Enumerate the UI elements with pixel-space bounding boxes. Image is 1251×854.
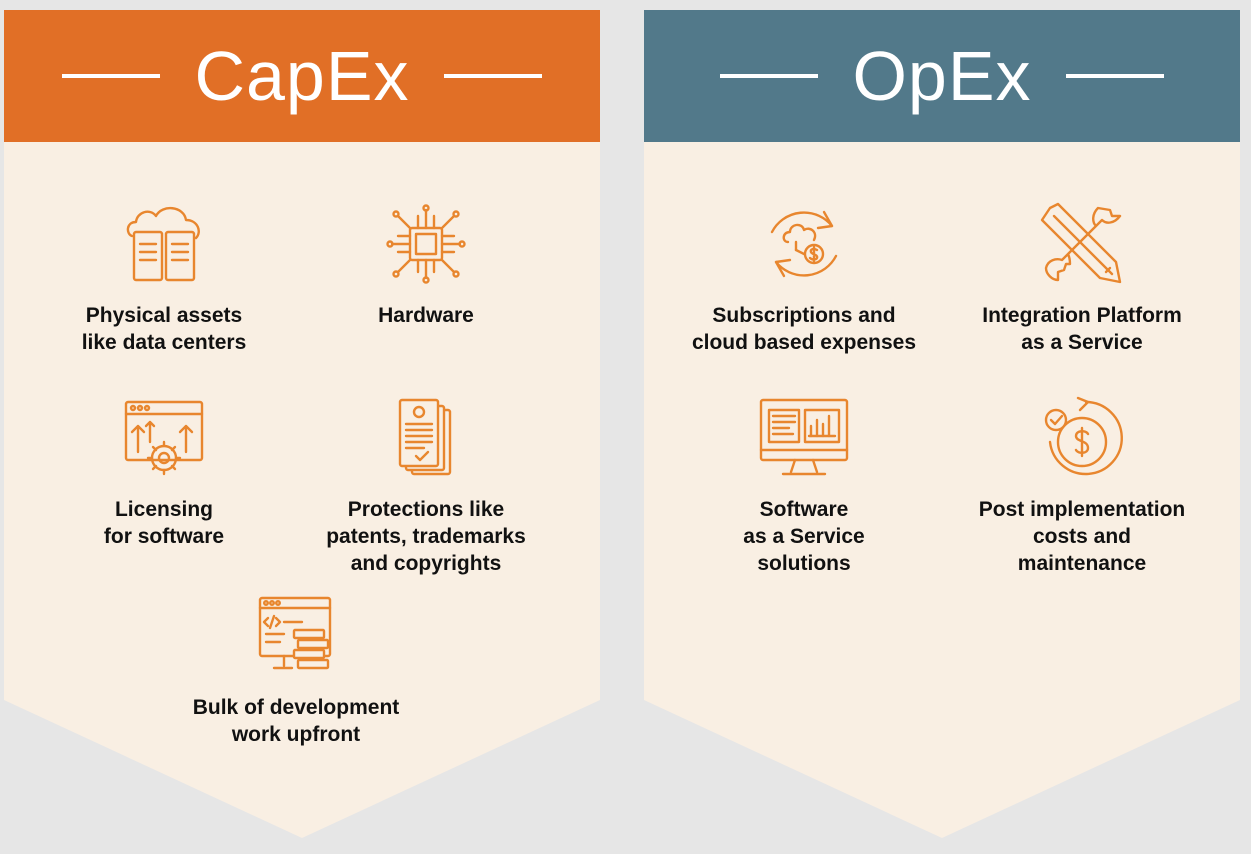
capex-item-development: Bulk of development work upfront	[166, 594, 426, 748]
capex-item-physical-assets: Physical assets like data centers	[34, 202, 294, 356]
header-rule-left	[720, 74, 819, 78]
dashboard-monitor-icon	[759, 398, 849, 476]
capex-item-label: Hardware	[378, 304, 474, 327]
capex-panel: CapEx Physical assets like data centers …	[4, 10, 600, 838]
capex-item-label: Bulk of development work upfront	[192, 696, 400, 746]
capex-item-licensing: Licensing for software	[34, 396, 294, 550]
capex-item-label: Licensing for software	[103, 498, 225, 548]
opex-item-label: Subscriptions and cloud based expenses	[691, 304, 917, 354]
chip-icon	[386, 204, 466, 284]
opex-item-label: Integration Platform as a Service	[982, 304, 1182, 354]
opex-panel-shape	[644, 10, 1240, 838]
wrench-pencil-icon	[1040, 202, 1122, 284]
opex-panel: OpEx Subscriptions and cloud based expen…	[644, 10, 1240, 838]
header-rule-right	[443, 74, 542, 78]
opex-item-saas: Software as a Service solutions	[674, 396, 934, 577]
opex-item-subscriptions: Subscriptions and cloud based expenses	[674, 202, 934, 356]
software-license-gear-icon	[124, 400, 204, 476]
cloud-cycle-dollar-icon	[770, 210, 838, 278]
capex-item-label: Physical assets like data centers	[81, 304, 247, 354]
header-rule-left	[62, 74, 161, 78]
capex-item-protections: Protections like patents, trademarks and…	[296, 396, 556, 577]
capex-title: CapEx	[194, 37, 410, 115]
cloud-servers-icon	[126, 207, 200, 282]
capex-item-hardware: Hardware	[296, 202, 556, 329]
opex-title: OpEx	[852, 37, 1032, 115]
dollar-cycle-check-icon	[1044, 396, 1123, 476]
header-rule-right	[1065, 74, 1164, 78]
opex-header: OpEx	[644, 10, 1240, 142]
capex-panel-shape	[4, 10, 600, 838]
opex-item-label: Post implementation costs and maintenanc…	[978, 498, 1186, 575]
capex-header: CapEx	[4, 10, 600, 142]
documents-certificate-icon	[398, 398, 452, 476]
code-monitor-icon	[258, 596, 332, 670]
opex-item-label: Software as a Service solutions	[743, 498, 865, 575]
opex-item-ipaas: Integration Platform as a Service	[952, 202, 1212, 356]
capex-item-label: Protections like patents, trademarks and…	[326, 498, 526, 575]
opex-item-post-implementation: Post implementation costs and maintenanc…	[952, 396, 1212, 577]
